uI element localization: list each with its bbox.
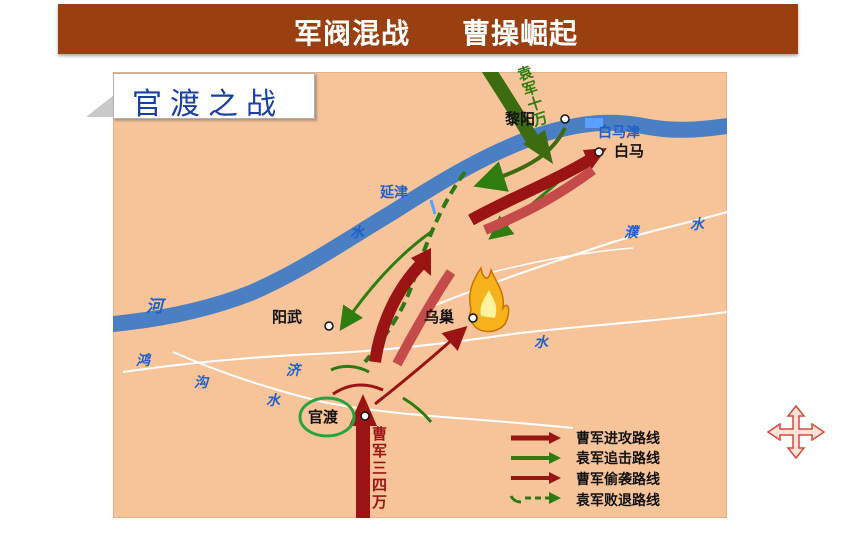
title-bar: 军阀混战 曹操崛起: [58, 4, 798, 54]
yuan-main-arrow: [481, 72, 542, 148]
legend-label-4: 袁军败退路线: [576, 493, 660, 509]
place-yangwu: 阳武: [272, 308, 303, 326]
water-honggou-3: 水: [266, 393, 280, 409]
map-svg: [113, 72, 727, 518]
yuan-front-line: [330, 364, 370, 374]
legend-label-1: 曹军进攻路线: [576, 431, 660, 447]
cao-raid: [374, 325, 468, 406]
legend-swatches: [509, 432, 561, 504]
cao-attack-2: [369, 257, 428, 363]
pu-branch: [492, 247, 634, 273]
cao-main-arrowhead: [349, 394, 377, 426]
cao-defense-line: [332, 383, 384, 396]
water-ji-shui: 水: [534, 335, 548, 351]
yuan-pursuit-3: [339, 230, 432, 331]
cao-troops-label: 曹军三四万: [372, 425, 388, 511]
water-honggou-2: 沟: [194, 375, 208, 391]
cao-attack-2-head: [411, 248, 431, 276]
map-title: 官渡之战: [132, 87, 284, 122]
cao-return-2: [392, 269, 456, 367]
title-right: 曹操崛起: [462, 17, 579, 50]
guandu-marker: [360, 411, 370, 421]
yellow-river: [113, 114, 727, 332]
place-baima: 白马: [614, 142, 645, 160]
place-liyang: 黎阳: [505, 110, 536, 128]
title-left: 军阀混战: [294, 17, 411, 50]
guandu-circle: [298, 396, 356, 438]
place-wuchao: 乌巢: [424, 308, 455, 326]
honggou-river: [172, 351, 574, 429]
water-honggou-1: 鸿: [136, 353, 150, 369]
yangwu-marker: [324, 321, 334, 331]
place-baimajin: 白马津: [598, 125, 640, 141]
water-pu-shui: 水: [690, 217, 704, 233]
four-way-arrow-icon[interactable]: [766, 404, 826, 460]
water-shui-main: 水: [350, 225, 364, 241]
water-pu: 濮: [624, 225, 638, 241]
legend-label-2: 袁军追击路线: [576, 451, 660, 467]
place-guandu: 官渡: [308, 408, 339, 426]
cao-return-1: [483, 165, 596, 235]
baima-marker: [594, 147, 604, 157]
yanjin-crossing: [429, 199, 437, 215]
cao-attack-1: [468, 152, 597, 226]
yuan-pursuit-1: [473, 127, 567, 192]
wuchao-marker: [468, 313, 478, 323]
water-ji: 济: [286, 363, 300, 379]
legend-label-3: 曹军偷袭路线: [576, 472, 660, 488]
ribbon-tail: [86, 95, 114, 117]
fire-icon: [468, 266, 510, 333]
yuan-camp-line: [402, 396, 433, 423]
liyang-marker: [560, 114, 570, 124]
map-title-ribbon: 官渡之战: [113, 73, 315, 122]
baimajin-crossing: [585, 118, 603, 128]
ji-river: [122, 311, 727, 373]
land-area: [113, 72, 727, 518]
battle-map: [113, 72, 727, 518]
water-he: 河: [146, 297, 163, 317]
place-yanjin: 延津: [380, 185, 408, 201]
